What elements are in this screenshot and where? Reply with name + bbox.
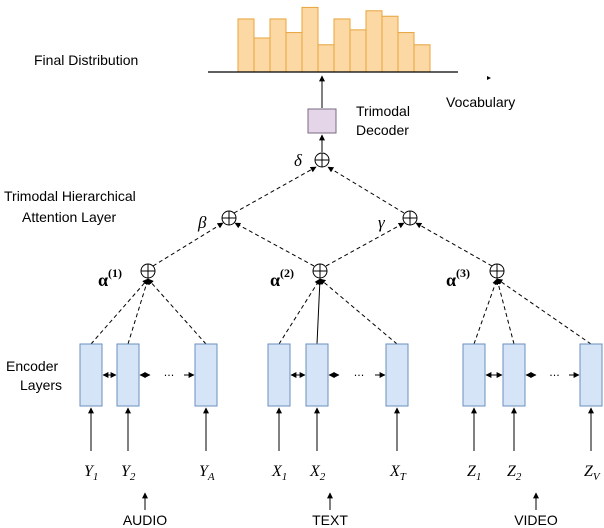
beta-symbol: β bbox=[197, 213, 207, 232]
video-encoder-box bbox=[502, 343, 526, 407]
alpha2-to-beta-line bbox=[234, 222, 315, 267]
beta-to-delta-line bbox=[233, 166, 317, 214]
distribution-bar bbox=[237, 18, 255, 73]
audio-encoder-to-alpha-line bbox=[147, 278, 207, 345]
distribution-bar bbox=[333, 18, 351, 73]
alpha2-node bbox=[312, 263, 328, 279]
distribution-bar bbox=[269, 18, 287, 73]
distribution-bar bbox=[253, 37, 271, 73]
distribution-bar bbox=[301, 6, 319, 73]
alpha2-to-gamma-line bbox=[325, 222, 405, 267]
alpha1-label: α(1) bbox=[98, 266, 122, 290]
final-distribution-label: Final Distribution bbox=[34, 52, 138, 68]
attention-label-line1: Trimodal Hierarchical bbox=[4, 188, 136, 204]
text-encoder-box bbox=[385, 343, 409, 407]
audio-encoder-box bbox=[116, 343, 140, 407]
text-encoder-to-alpha-line bbox=[316, 278, 323, 345]
audio-encoder-to-alpha-line bbox=[127, 278, 150, 345]
input-symbol-y-2: Y2 bbox=[121, 463, 136, 483]
delta-node bbox=[314, 152, 330, 168]
alpha3-node bbox=[489, 263, 505, 279]
distribution-bar bbox=[381, 15, 399, 73]
encoder-groups: ··· Y1 Y2 YA AUDIO ··· X1 X2 XT TEXT ··· Z1 Z2 ZV VIDE… bbox=[79, 278, 603, 528]
audio-encoder-box bbox=[194, 343, 218, 407]
text-encoder-group: ··· X1 X2 XT TEXT bbox=[267, 278, 409, 528]
alpha3-to-gamma-line bbox=[415, 222, 493, 267]
audio-encoder-group: ··· Y1 Y2 YA AUDIO bbox=[79, 278, 218, 528]
distribution-bar bbox=[349, 29, 367, 73]
video-modality-label: VIDEO bbox=[514, 512, 558, 528]
video-encoder-box bbox=[579, 343, 603, 407]
gamma-symbol: γ bbox=[378, 213, 386, 232]
text-encoder-box bbox=[267, 343, 291, 407]
input-symbol-x-1: X1 bbox=[271, 463, 287, 483]
beta-node bbox=[221, 210, 237, 226]
text-encoder-box bbox=[305, 343, 329, 407]
delta-symbol: δ bbox=[294, 151, 303, 170]
encoder-label-line1: Encoder bbox=[6, 358, 58, 374]
text-encoder-to-alpha-line bbox=[278, 278, 321, 345]
input-symbol-z-v: ZV bbox=[584, 463, 601, 483]
decoder-label-line2: Decoder bbox=[356, 122, 409, 138]
video-encoder-to-alpha-line bbox=[473, 278, 499, 345]
distribution-bars bbox=[237, 6, 431, 73]
input-symbol-z-2: Z2 bbox=[507, 463, 522, 483]
input-symbol-y-1: Y1 bbox=[84, 463, 98, 483]
text-modality-label: TEXT bbox=[312, 512, 348, 528]
distribution-bar bbox=[413, 44, 431, 73]
alpha2-label: α(2) bbox=[270, 266, 294, 290]
distribution-bar bbox=[397, 32, 415, 73]
ellipsis: ··· bbox=[164, 369, 175, 382]
vocabulary-label: Vocabulary bbox=[446, 94, 515, 110]
input-symbol-y-a: YA bbox=[199, 463, 215, 483]
video-encoder-group: ··· Z1 Z2 ZV VIDEO bbox=[462, 278, 603, 528]
video-encoder-to-alpha-line bbox=[496, 278, 592, 345]
distribution-bar bbox=[317, 44, 335, 73]
gamma-node bbox=[402, 210, 418, 226]
video-encoder-to-alpha-line bbox=[495, 278, 515, 345]
input-symbol-x-t: XT bbox=[389, 463, 407, 483]
alpha1-node bbox=[140, 263, 156, 279]
distribution-bar bbox=[285, 32, 303, 73]
fusion-connections bbox=[152, 166, 493, 267]
alpha1-to-beta-line bbox=[152, 222, 224, 267]
encoder-label-line2: Layers bbox=[20, 377, 62, 393]
decoder-label-line1: Trimodal bbox=[356, 103, 410, 119]
video-encoder-box bbox=[462, 343, 486, 407]
alpha3-label: α(3) bbox=[446, 266, 470, 290]
input-symbol-z-1: Z1 bbox=[467, 463, 481, 483]
audio-modality-label: AUDIO bbox=[123, 512, 167, 528]
distribution-bar bbox=[365, 10, 383, 73]
attention-label-line2: Attention Layer bbox=[22, 209, 117, 225]
ellipsis: ··· bbox=[549, 369, 560, 382]
trimodal-decoder-box bbox=[307, 108, 337, 134]
ellipsis: ··· bbox=[354, 369, 365, 382]
text-encoder-to-alpha-line bbox=[319, 278, 398, 345]
audio-encoder-box bbox=[79, 343, 103, 407]
audio-encoder-to-alpha-line bbox=[90, 278, 149, 345]
gamma-to-delta-line bbox=[327, 166, 405, 214]
vocabulary-arrow-icon bbox=[487, 76, 491, 80]
input-symbol-x-2: X2 bbox=[309, 463, 326, 483]
